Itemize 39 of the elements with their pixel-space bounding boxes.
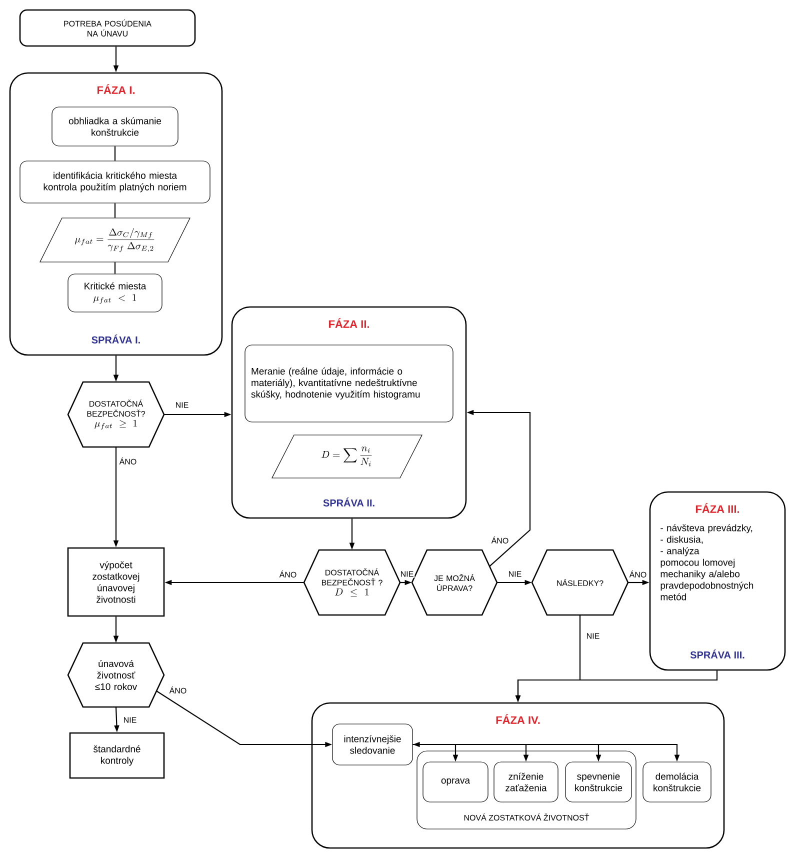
formula-parallelogram: $\mu_{fat} = \frac{\Delta\sigma_{C} / \gamma_{Mf}}{\gamma_{Ff}\;\Delta\sigma_{E,2}}$ — [40, 218, 190, 262]
result-box: štandardné kontroly — [69, 732, 165, 779]
bullet-list: - návšteva prevádzky, - diskusia, - analýza pomocou lomovej mechaniky a/alebo pravdepodobnostných metód — [660, 524, 754, 600]
edge-label: NIE — [507, 570, 523, 578]
edge-label: NIE — [122, 716, 138, 724]
edge-label: NIE — [399, 570, 415, 578]
process-box: spevnenie konštrukcie — [565, 762, 632, 802]
report-label: SPRÁVA II. — [323, 498, 374, 506]
phase-heading: FÁZA III. — [696, 503, 740, 513]
phase-heading: FÁZA IV. — [496, 714, 540, 724]
process-box: intenzívnejšie sledovanie — [332, 724, 413, 766]
edge-label: ÁNO — [118, 456, 138, 466]
process-box: identifikácia kritického miesta kontrola použitím platných noriem — [20, 160, 210, 204]
process-box: oprava — [422, 762, 488, 802]
process-box: zníženie zaťaženia — [494, 762, 558, 802]
decision-hexagon: DOSTATOČNÁ BEZPEČNOSŤ ? $D \leq 1$ — [303, 549, 401, 616]
connector-line — [114, 203, 116, 218]
process-box: Kritické miesta $\mu_{fat} < 1$ — [68, 274, 162, 312]
edge-label: NIE — [174, 401, 190, 409]
process-box: obhliadka a skúmanie konštrukcie — [52, 106, 178, 146]
decision-hexagon: DOSTATOČNÁ BEZPEČNOSŤ? $\mu_{fat} \geq 1$ — [67, 381, 165, 448]
process-box: POTREBA POSÚDENIA NA ÚNAVU — [19, 9, 196, 47]
result-box: výpočet zostatkovej únavovej životnosti — [67, 547, 165, 617]
edge-label: NIE — [585, 632, 601, 640]
formula-parallelogram: $D = \sum \frac{n_i}{N_i}$ — [272, 434, 422, 478]
connector-line — [114, 146, 116, 161]
connector-line — [114, 262, 116, 274]
process-box: demolácia konštrukcie — [642, 762, 712, 802]
phase-heading: FÁZA I. — [98, 84, 134, 94]
edge-label: ÁNO — [168, 686, 188, 695]
report-label: SPRÁVA III. — [690, 650, 744, 658]
phase-heading: FÁZA II. — [328, 318, 369, 328]
report-label: SPRÁVA I. — [92, 334, 140, 344]
edge-label: ÁNO — [490, 536, 510, 545]
edge-label: ÁNO — [278, 570, 298, 579]
decision-hexagon: únavová životnosť ≤10 rokov — [67, 642, 165, 708]
process-box: Meranie (reálne údaje, informácie o materiály), kvantitatívne nedeštruktívne skúšky, hodnotenie využitím histogramu — [244, 344, 454, 422]
edge-label: ÁNO — [628, 570, 648, 579]
decision-hexagon: NÁSLEDKY? — [531, 549, 629, 616]
